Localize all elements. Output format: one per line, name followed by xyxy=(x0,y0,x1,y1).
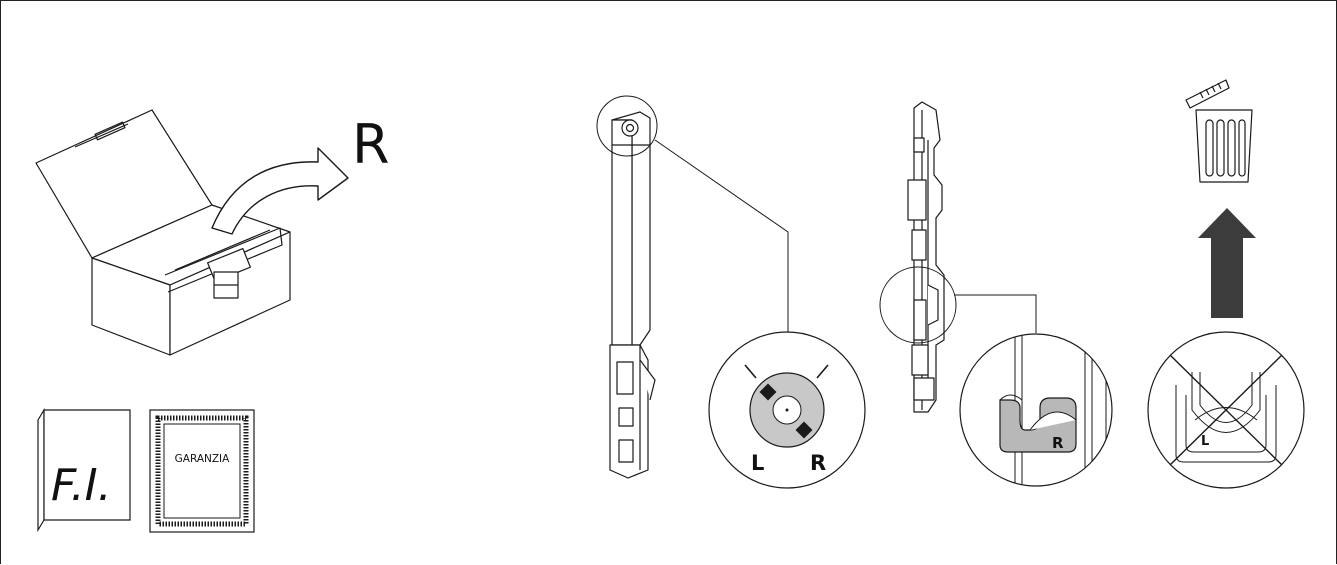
leader-line xyxy=(654,139,789,332)
open-box xyxy=(35,109,291,356)
detail-circle-1 xyxy=(708,331,866,489)
upward-arrow-icon xyxy=(1198,208,1256,318)
manual-icon xyxy=(37,407,131,533)
detail-circle-3 xyxy=(1147,331,1305,489)
detail-1-right-label: R xyxy=(810,451,826,475)
warranty-label: GARANZIA xyxy=(175,453,231,465)
hinge-arm-part xyxy=(609,111,656,479)
box-side-label: R xyxy=(352,113,390,176)
leader-line xyxy=(954,294,1037,333)
detail-1-left-label: L xyxy=(751,451,764,475)
detail-circle-2 xyxy=(959,333,1113,487)
trash-bin-icon xyxy=(1185,79,1253,183)
warranty-card xyxy=(149,409,255,533)
zoom-source-circle xyxy=(879,266,957,344)
manual-label: F.I. xyxy=(51,460,112,511)
detail-2-label: R xyxy=(1052,434,1064,452)
zoom-source-circle xyxy=(596,95,658,157)
slide-mechanism-part xyxy=(907,101,945,413)
detail-3-label: L xyxy=(1201,434,1209,449)
removal-arrow-icon xyxy=(211,147,349,235)
